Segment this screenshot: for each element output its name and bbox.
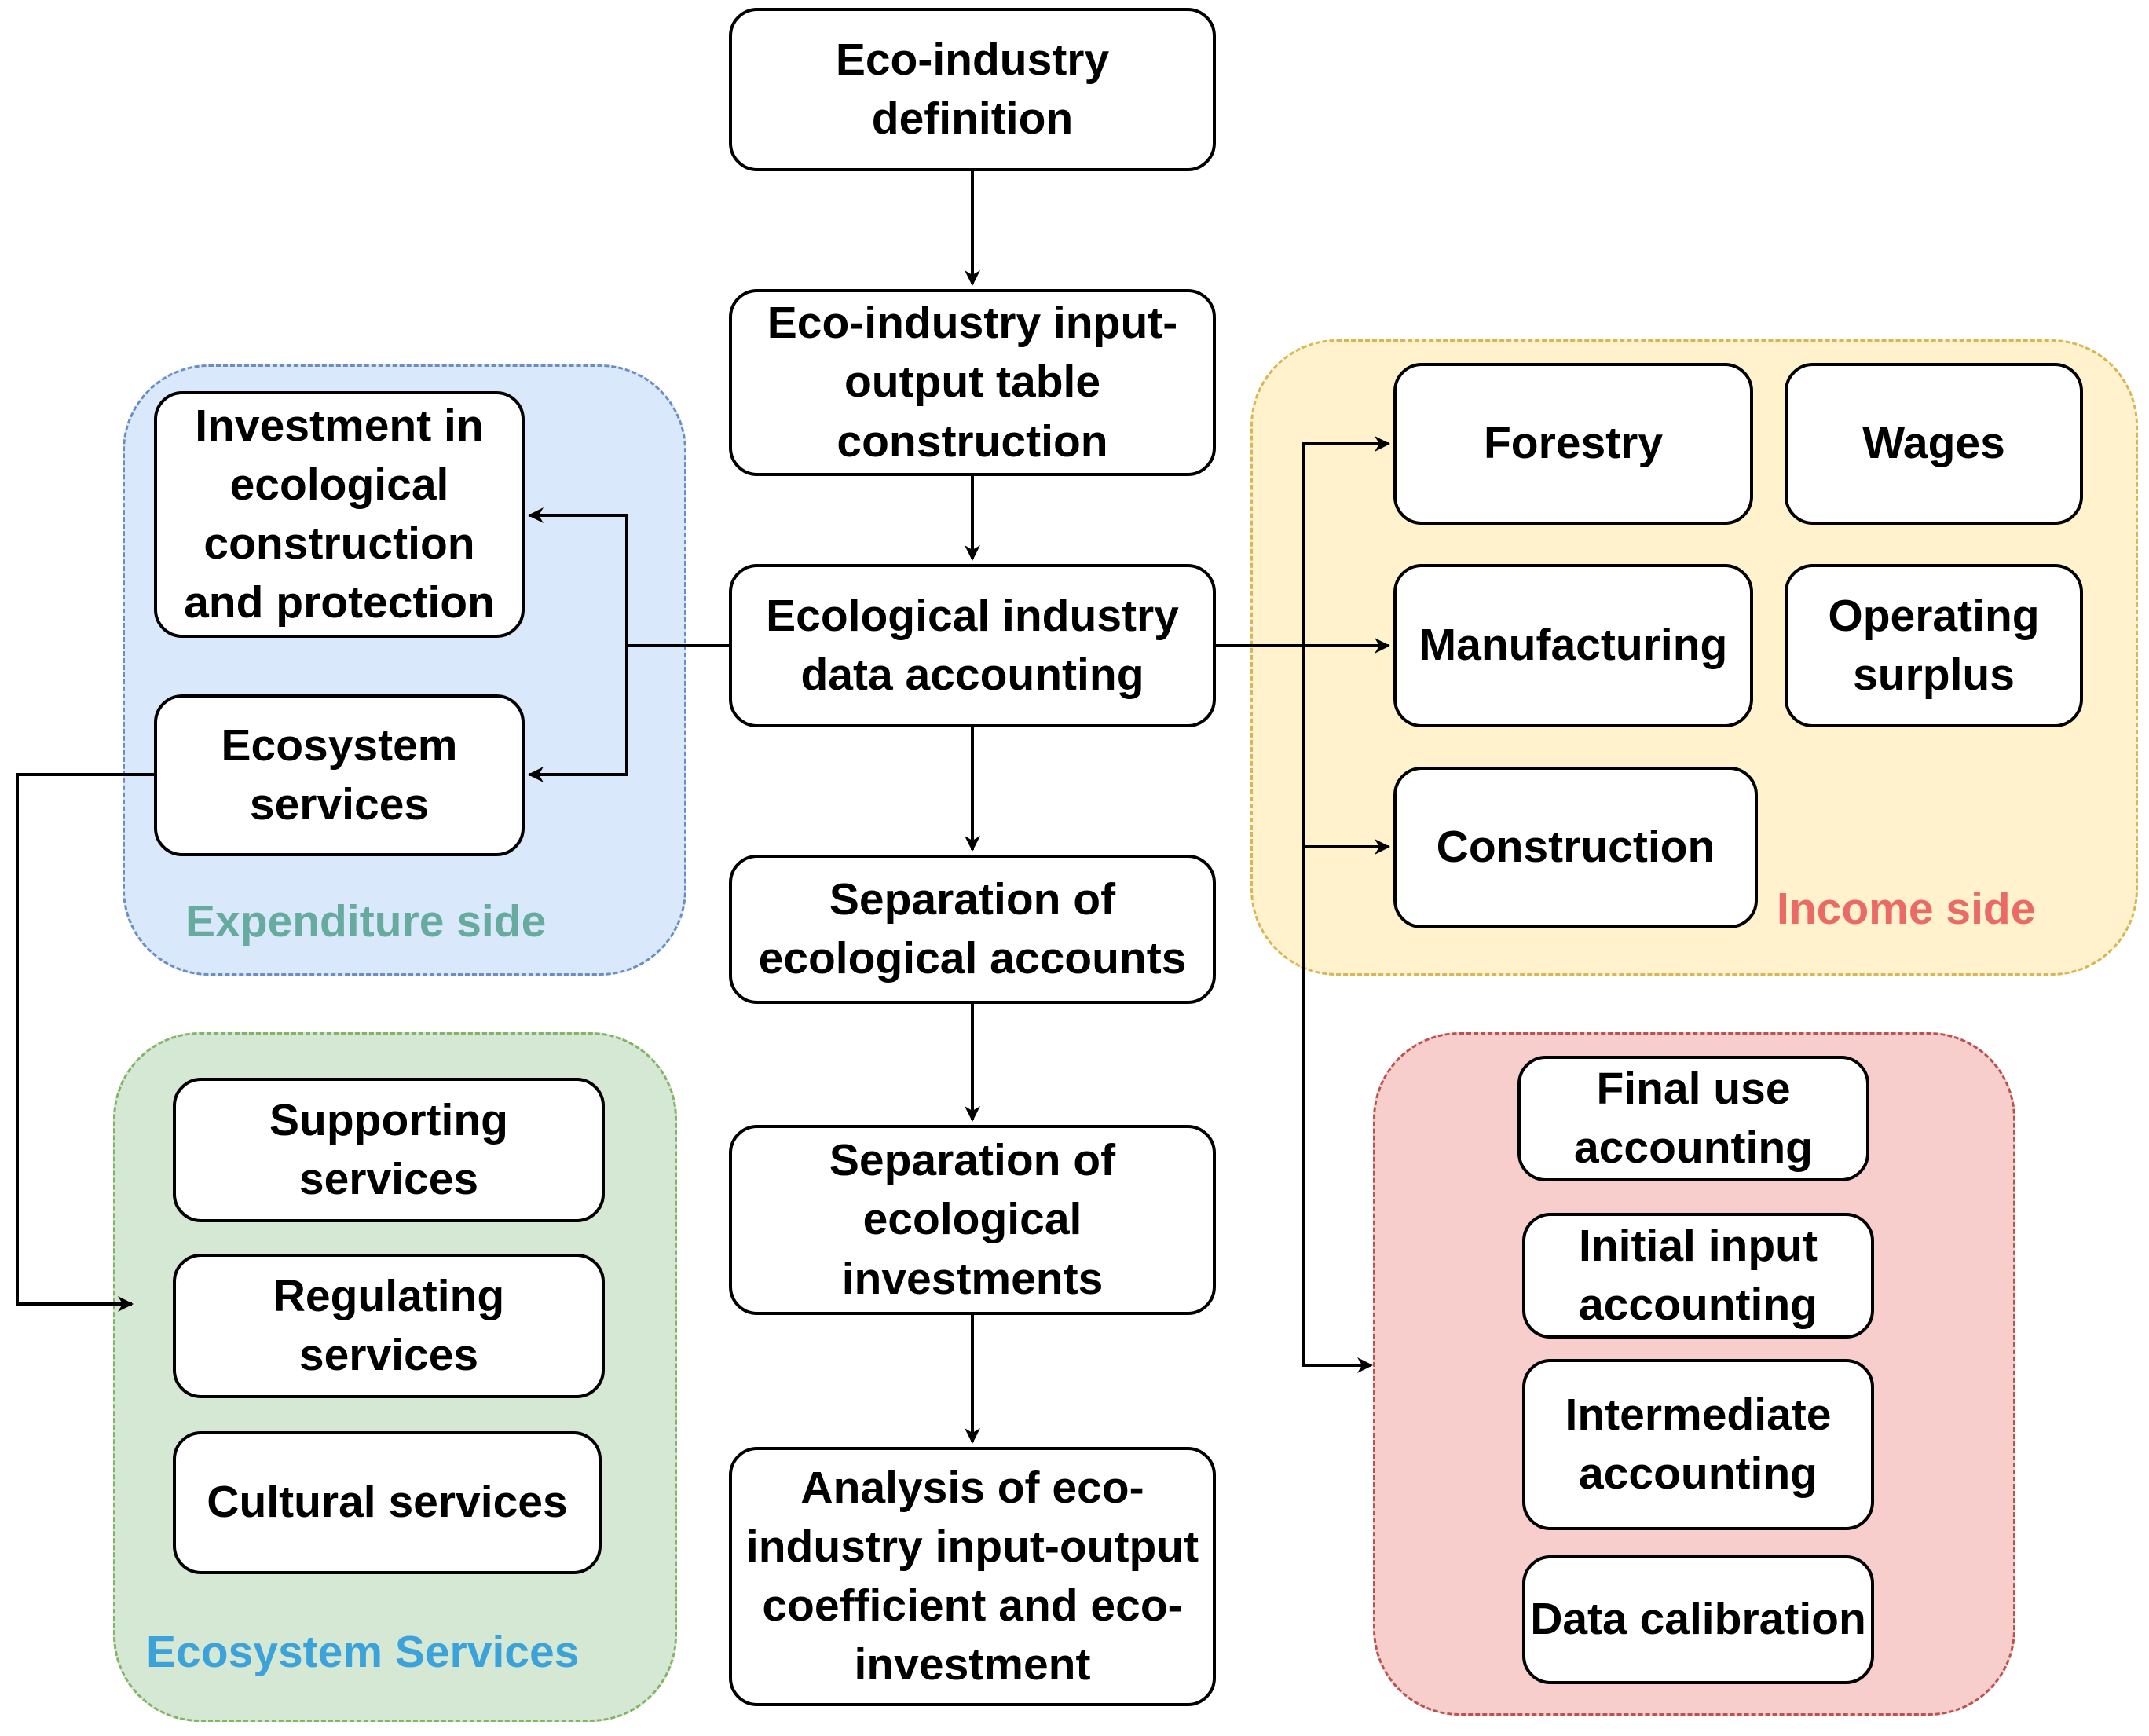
edge-accounting-to-investment: [528, 507, 729, 647]
node-separation-accounts: Separation of ecological accounts: [729, 855, 1216, 1004]
edge-ecosystem-to-services-group: [16, 773, 154, 1312]
node-data-calibration: Data calibration: [1522, 1555, 1874, 1684]
node-ecosystem-services: Ecosystem services: [154, 694, 525, 856]
node-investment-ecological-construction: Investment in ecological construction an…: [154, 391, 525, 638]
node-analysis-coefficient: Analysis of eco-industry input-output co…: [729, 1447, 1216, 1706]
edge-accounting-to-ecosystem: [528, 646, 628, 782]
income-side-label: Income side: [1777, 884, 2036, 934]
node-io-table-construction: Eco-industry input-output table construc…: [729, 289, 1216, 476]
ecosystem-services-label: Ecosystem Services: [146, 1627, 580, 1677]
edge-trunk-to-forestry: [1302, 436, 1390, 646]
node-final-use-accounting: Final use accounting: [1517, 1056, 1869, 1181]
node-data-accounting: Ecological industry data accounting: [729, 564, 1216, 727]
node-cultural-services: Cultural services: [173, 1431, 602, 1574]
node-operating-surplus: Operating surplus: [1785, 564, 2083, 727]
node-forestry: Forestry: [1393, 363, 1753, 525]
node-construction: Construction: [1393, 767, 1758, 928]
node-separation-investments: Separation of ecological investments: [729, 1125, 1216, 1315]
node-intermediate-accounting: Intermediate accounting: [1522, 1359, 1874, 1530]
node-manufacturing: Manufacturing: [1393, 564, 1753, 727]
node-wages: Wages: [1785, 363, 2083, 525]
edge-trunk-to-calibration: [1302, 847, 1373, 1373]
expenditure-side-label: Expenditure side: [185, 896, 547, 947]
node-regulating-services: Regulating services: [173, 1254, 605, 1398]
node-initial-input-accounting: Initial input accounting: [1522, 1213, 1874, 1339]
edge-trunk-to-construction: [1302, 646, 1390, 855]
node-supporting-services: Supporting services: [173, 1078, 605, 1222]
node-eco-industry-definition: Eco-industry definition: [729, 8, 1216, 171]
